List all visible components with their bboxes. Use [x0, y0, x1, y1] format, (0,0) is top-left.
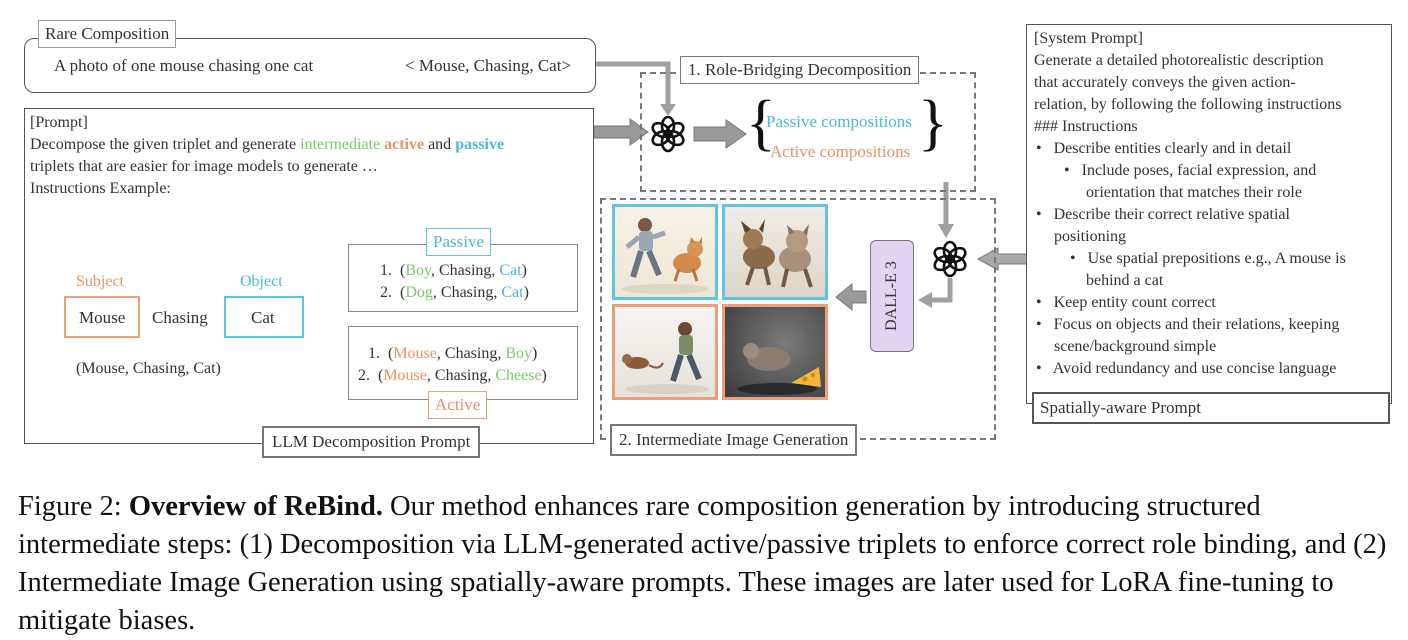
system-prompt-box: [1026, 24, 1392, 404]
caption-title: Overview of ReBind.: [128, 491, 383, 522]
subject-text: Mouse: [79, 308, 126, 327]
active-compositions: Active compositions: [770, 142, 911, 161]
triplet-to-llm-line: [592, 61, 671, 108]
intermediate-word: intermediate: [300, 136, 381, 153]
system-header: [System Prompt]: [1034, 30, 1143, 47]
active-word: active: [384, 136, 425, 153]
openai-logo-icon: [651, 115, 685, 153]
passive-tag: Passive: [426, 228, 491, 256]
system-intro-3: relation, by following the following ins…: [1034, 96, 1342, 113]
prompt-line-1: Decompose the given triplet and generate…: [30, 136, 504, 154]
figure-caption: Figure 2: Overview of ReBind. Our method…: [18, 488, 1393, 640]
rare-composition-box: [24, 38, 596, 93]
bullet-2b: positioning: [1054, 228, 1127, 245]
passive-word: passive: [455, 136, 505, 153]
prompt-header: [Prompt]: [30, 114, 88, 131]
dalle-label: DALL-E 3: [883, 261, 900, 331]
llm-to-compositions-arrow: [693, 119, 747, 149]
image-boy-chasing-cat: [612, 204, 718, 300]
rare-sentence: A photo of one mouse chasing one cat: [54, 56, 314, 75]
dalle-3-block: DALL-E 3: [870, 240, 914, 352]
subject-box: [64, 296, 140, 338]
rare-triplet: < Mouse, Chasing, Cat>: [405, 56, 572, 75]
image-mouse-chasing-cheese: [722, 304, 828, 400]
system-prompt-footer: Spatially-aware Prompt: [1032, 392, 1390, 424]
caption-prefix: Figure 2:: [18, 491, 129, 522]
active-list-box: [348, 326, 578, 400]
generation-title: 2. Intermediate Image Generation: [610, 424, 858, 456]
and-word: and: [424, 136, 456, 153]
prompt-text-a: Decompose the given triplet and generate: [30, 136, 301, 153]
sub-bullet-2a: • Use spatial prepositions e.g., A mouse…: [1070, 250, 1346, 267]
image-mouse-chasing-boy: [612, 304, 718, 400]
bullet-1: • Describe entities clearly and in detai…: [1036, 140, 1292, 157]
subject-label: Subject: [76, 273, 124, 290]
bullet-2a: • Describe their correct relative spatia…: [1036, 206, 1290, 223]
caption-body: Our method enhances rare composition gen…: [18, 491, 1387, 636]
active-item-1: 1. (Mouse, Chasing, Boy): [368, 345, 538, 362]
object-box: [224, 296, 304, 338]
bullet-4a: • Focus on objects and their relations, …: [1036, 316, 1340, 333]
right-brace: }: [918, 89, 948, 157]
prompt-line-3: Instructions Example:: [30, 180, 171, 197]
dalle-to-images-arrow: [835, 282, 867, 312]
sub-bullet-1b: orientation that matches their role: [1086, 184, 1302, 201]
bullet-4b: scene/background simple: [1054, 338, 1217, 355]
decomposition-title: 1. Role-Bridging Decomposition: [680, 56, 920, 84]
active-tag: Active: [428, 391, 488, 419]
object-text: Cat: [251, 308, 275, 327]
bullet-3: • Keep entity count correct: [1036, 294, 1216, 311]
prompt-arrow: [593, 118, 649, 146]
instructions-title: ### Instructions: [1034, 118, 1138, 135]
system-intro-1: Generate a detailed photorealistic descr…: [1034, 52, 1324, 69]
openai-logo-icon: [933, 240, 967, 278]
bullet-5: • Avoid redundancy and use concise langu…: [1036, 360, 1337, 377]
verb-text: Chasing: [152, 308, 208, 327]
passive-item-1: 1. (Boy, Chasing, Cat): [380, 262, 527, 279]
passive-item-2: 2. (Dog, Chasing, Cat): [380, 284, 529, 301]
rare-composition-title: Rare Composition: [38, 20, 177, 48]
passive-compositions: Passive compositions: [766, 112, 912, 131]
image-dog-chasing-cat: [722, 204, 828, 300]
prompt-footer: LLM Decomposition Prompt: [262, 426, 481, 458]
object-label: Object: [240, 273, 283, 290]
example-triplet: (Mouse, Chasing, Cat): [76, 360, 221, 377]
active-item-2: 2. (Mouse, Chasing, Cheese): [358, 367, 547, 384]
prompt-line-2: triplets that are easier for image model…: [30, 158, 378, 175]
system-intro-2: that accurately conveys the given action…: [1034, 74, 1296, 91]
sub-bullet-1a: • Include poses, facial expression, and: [1064, 162, 1317, 179]
sub-bullet-2b: behind a cat: [1086, 272, 1164, 289]
left-brace: {: [746, 89, 776, 157]
